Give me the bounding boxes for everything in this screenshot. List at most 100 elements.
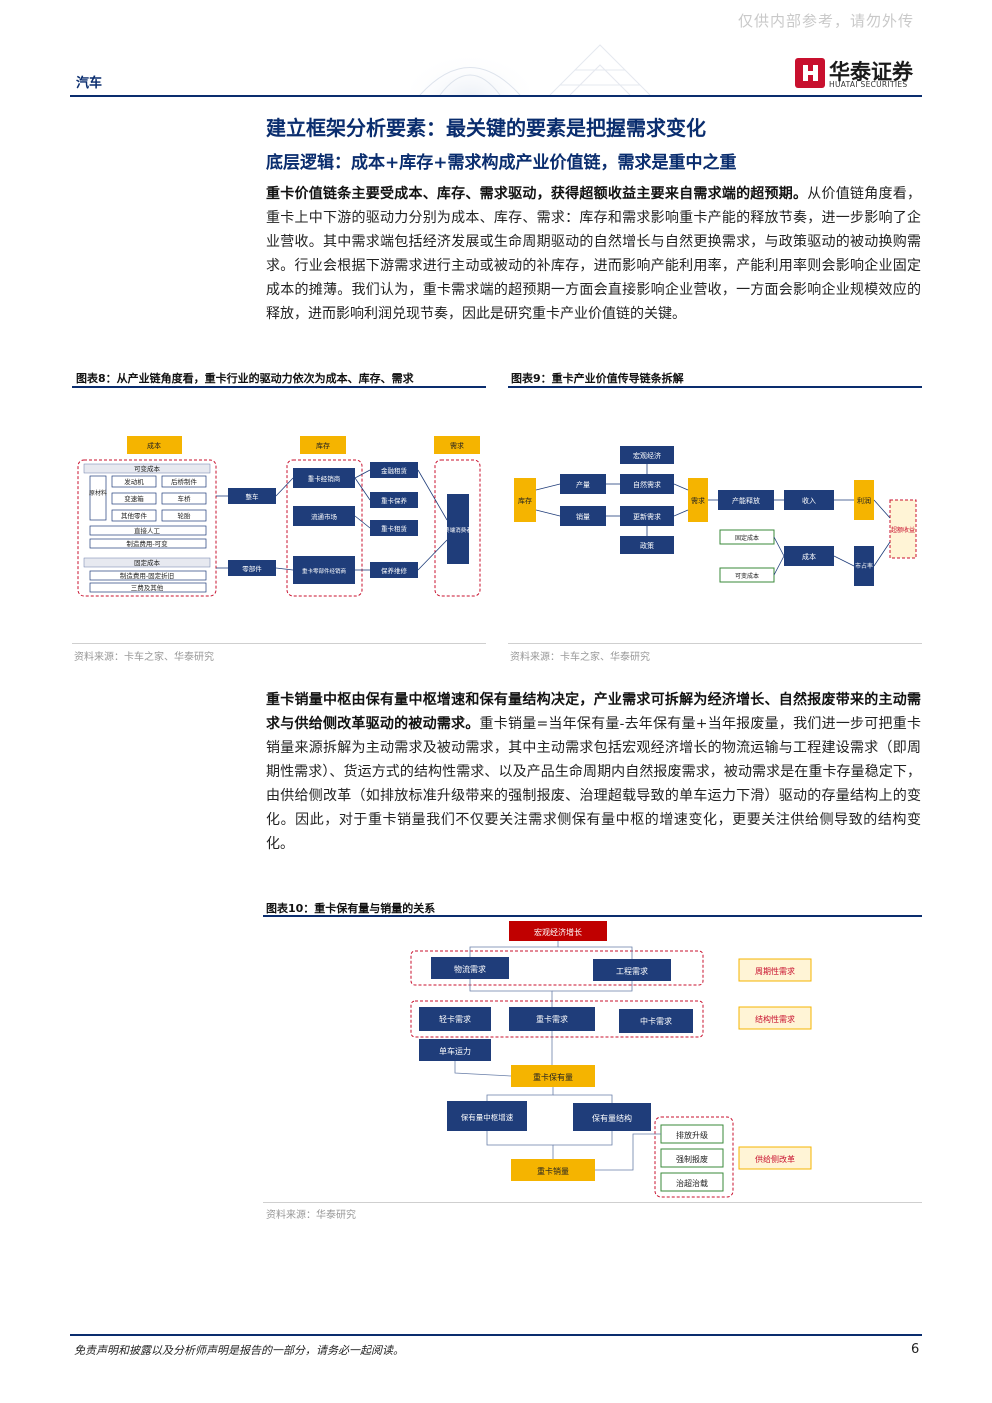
fig8-mfg-var-box [89, 538, 207, 549]
fig9-profit-box [854, 480, 874, 520]
fig8-period-expenses-label: 三费及其他 [131, 583, 164, 592]
paragraph-1: 重卡价值链条主要受成本、库存、需求驱动，获得超额收益主要来自需求端的超预期。从价… [266, 182, 921, 326]
fig8-finance-box [370, 462, 418, 478]
fig8-mfg-fixed-label: 制造费用-固定折旧 [120, 571, 174, 580]
fig10-medium-box [619, 1009, 693, 1033]
paragraph-1-body: 从价值链角度看，重卡上中下游的驱动力分别为成本、库存、需求：库存和需求影响重卡产… [266, 186, 922, 322]
fig9-renew-box [620, 506, 674, 526]
fig10-logistics-label: 物流需求 [454, 964, 486, 974]
fig10-cyclical-label: 周期性需求 [755, 966, 795, 976]
fig8-end-user-box [447, 494, 469, 564]
fig10-cyclical-box [738, 958, 812, 982]
fig8-used-sale-label: 重卡保养 [381, 496, 408, 505]
fig10-structural-label: 结构性需求 [755, 1014, 795, 1024]
fig8-period-expenses-box [89, 582, 207, 593]
fig8-stock-header-label: 库存 [316, 441, 330, 450]
fig9-bottom-rule [508, 643, 922, 644]
fig8-axle-label: 车桥 [178, 494, 192, 503]
fig8-fixed-cost-band [83, 557, 211, 568]
fig8-aftermarket-box [293, 556, 355, 584]
fig10-structure-box [573, 1103, 651, 1131]
fig8-labor-label: 直接人工 [134, 526, 161, 535]
fig8-gearbox-label: 变速箱 [124, 494, 144, 503]
fig8-other-parts-box [111, 509, 157, 522]
page-number: 6 [911, 1342, 920, 1357]
fig8-value-chain-diagram: 成本 库存 需求 可变成本 原材料 发动机 后桥制件 变速箱 车桥 其他零件 轮… [77, 436, 481, 597]
fig9-sales-label: 销量 [576, 512, 590, 521]
fig10-capacity-label: 单车运力 [439, 1046, 471, 1056]
fig8-oem-label: 整车 [246, 492, 260, 501]
fig10-macro-label: 宏观经济增长 [534, 927, 582, 937]
fig9-macro-label: 宏观经济 [633, 451, 661, 460]
huatai-logo: 华泰证券 HUATAI SECURITIES [795, 58, 920, 90]
fig10-logistics-box [431, 957, 509, 979]
logo-chinese-name: 华泰证券 [829, 60, 913, 84]
fig8-engine-box [111, 475, 157, 488]
fig10-supply-box [738, 1146, 812, 1170]
fig8-raw-materials-box [89, 475, 107, 521]
header-globe-graphic [410, 44, 651, 96]
fig8-channel-label: 流通市场 [311, 512, 338, 521]
fig8-oem-box [228, 488, 276, 504]
fig9-transmission-chain-diagram: 宏观经济 产量 销量 自然需求 更新需求 政策 产能释放 收入 成本 市占率 库… [514, 446, 917, 586]
fig8-cost-group-outline [77, 459, 217, 597]
fig9-source: 资料来源：卡车之家、华泰研究 [510, 652, 650, 663]
fig10-engineering-label: 工程需求 [616, 966, 648, 976]
fig8-stock-header [300, 436, 346, 454]
fig8-cost-header-label: 成本 [147, 441, 161, 450]
fig10-emission-label: 排放升级 [676, 1130, 708, 1140]
fig8-tire-box [161, 509, 207, 522]
fig8-parts-box [228, 560, 276, 576]
fig8-used-sale-box [370, 492, 418, 508]
fig10-rule [263, 915, 922, 917]
huatai-logo-mark-icon [795, 58, 825, 88]
fig8-demand-header [434, 436, 480, 454]
fig8-demand-group-outline [434, 459, 481, 597]
fig10-holding-label: 重卡保有量 [533, 1072, 573, 1082]
paragraph-2-body: 重卡销量=当年保有量-去年保有量+当年报废量，我们进一步可把重卡销量来源拆解为主… [266, 716, 921, 852]
fig8-mfg-var-label: 制造费用-可变 [126, 539, 168, 548]
header-rule [70, 95, 922, 97]
fig8-raw-materials-label: 原材料 [89, 489, 107, 497]
fig9-fixed-label: 固定成本 [735, 534, 759, 542]
fig10-sales-label: 重卡销量 [537, 1166, 569, 1176]
fig10-source: 资料来源：华泰研究 [266, 1210, 356, 1221]
fig10-medium-label: 中卡需求 [640, 1016, 672, 1026]
fig9-cost-label: 成本 [802, 552, 816, 561]
fig8-distributor-label: 重卡经销商 [308, 474, 341, 483]
fig8-engine-label: 发动机 [124, 477, 144, 486]
fig10-bottom-rule [263, 1202, 922, 1203]
sector-label: 汽车 [76, 76, 103, 91]
fig8-other-parts-label: 其他零件 [121, 511, 148, 520]
section-title: 建立框架分析要素：最关键的要素是把握需求变化 [266, 116, 706, 140]
paragraph-1-lead: 重卡价值链条主要受成本、库存、需求驱动，获得超额收益主要来自需求端的超预期。 [266, 186, 808, 202]
logo-english-name: HUATAI SECURITIES [829, 80, 908, 89]
watermark-text: 仅供内部参考，请勿外传 [737, 12, 914, 30]
fig9-share-label: 市占率 [855, 562, 873, 570]
fig10-light-box [419, 1007, 491, 1031]
fig9-produce-box [560, 474, 606, 494]
fig8-mfg-fixed-box [89, 570, 207, 581]
fig10-structural-box [738, 1006, 812, 1030]
fig9-capacity-box [718, 490, 774, 510]
fig9-demand-box [688, 478, 708, 522]
fig8-ladder-box [161, 475, 207, 488]
fig10-scrap-box [660, 1148, 724, 1168]
fig9-policy-box [620, 536, 674, 554]
fig8-labor-box [89, 525, 207, 536]
fig9-stock-box [514, 478, 536, 522]
fig9-cost-box [784, 546, 834, 566]
fig10-title: 图表10：重卡保有量与销量的关系 [266, 902, 436, 915]
fig10-sales-box [511, 1159, 595, 1181]
fig9-produce-label: 产量 [576, 480, 590, 489]
fig9-natural-box [620, 474, 674, 494]
fig10-macro-box [509, 921, 607, 941]
fig10-structure-label: 保有量结构 [592, 1113, 632, 1123]
fig10-supply-group-outline [654, 1116, 734, 1198]
fig8-rental-box [370, 520, 418, 536]
fig8-bottom-rule [72, 643, 486, 644]
fig9-share-box [854, 546, 874, 586]
fig8-gearbox-box [111, 492, 157, 505]
fig8-aftermarket-label: 重卡零部件经销商 [302, 567, 347, 575]
fig10-growth-label: 保有量中枢增速 [461, 1112, 514, 1122]
